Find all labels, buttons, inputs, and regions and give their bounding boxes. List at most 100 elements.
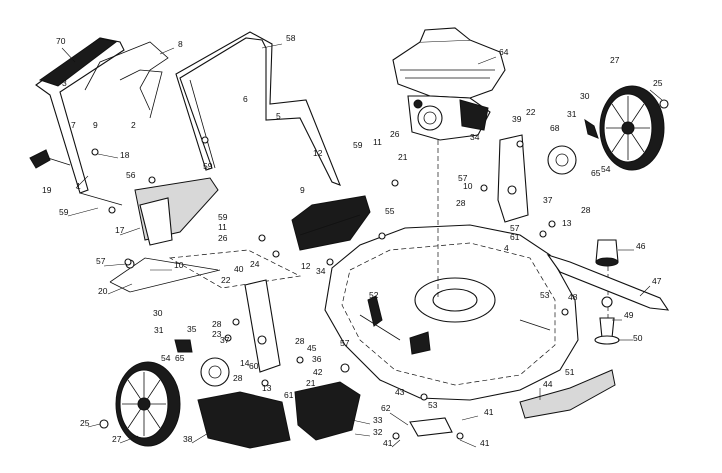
part-number-label-49: 49 xyxy=(624,310,634,320)
part-number-label-22: 22 xyxy=(221,275,231,285)
part-number-label-13: 13 xyxy=(262,383,272,393)
part-number-label-5: 5 xyxy=(276,111,281,121)
part-number-label-31: 31 xyxy=(154,325,164,335)
part-number-label-53: 53 xyxy=(540,290,550,300)
part-number-label-59: 59 xyxy=(218,212,228,222)
part-number-label-20: 20 xyxy=(98,286,108,296)
part-number-label-30: 30 xyxy=(153,308,163,318)
part-number-label-47: 47 xyxy=(652,276,662,286)
part-number-label-37: 37 xyxy=(220,335,230,345)
rear-skirt xyxy=(519,369,616,419)
part-number-label-28: 28 xyxy=(233,373,243,383)
part-number-label-61: 61 xyxy=(510,232,520,242)
leader-lines xyxy=(61,43,663,448)
part-number-label-18: 18 xyxy=(120,150,130,160)
blade-adapter xyxy=(595,239,619,267)
part-number-label-43: 43 xyxy=(395,387,405,397)
part-number-label-38: 38 xyxy=(183,434,193,444)
part-number-label-70: 70 xyxy=(56,36,66,46)
part-number-label-9: 9 xyxy=(300,185,305,195)
rear-right-wheel xyxy=(599,85,669,171)
blade-bolt xyxy=(594,296,620,345)
part-number-label-21: 21 xyxy=(306,378,316,388)
part-number-label-33: 33 xyxy=(373,415,383,425)
part-number-label-26: 26 xyxy=(218,233,228,243)
part-number-label-27: 27 xyxy=(112,434,122,444)
part-number-label-65: 65 xyxy=(591,168,601,178)
part-number-label-51: 51 xyxy=(565,367,575,377)
part-number-label-36: 36 xyxy=(312,354,322,364)
side-discharge-chute xyxy=(197,381,361,449)
part-number-label-9: 9 xyxy=(93,120,98,130)
part-number-label-58: 58 xyxy=(286,33,296,43)
part-number-label-25: 25 xyxy=(653,78,663,88)
part-number-label-26: 26 xyxy=(390,129,400,139)
left-axle-bracket xyxy=(244,279,281,373)
part-number-label-6: 6 xyxy=(243,94,248,104)
part-number-label-19: 19 xyxy=(42,185,52,195)
part-number-label-57: 57 xyxy=(510,223,520,233)
part-number-label-48: 48 xyxy=(568,292,578,302)
part-number-label-4: 4 xyxy=(504,243,509,253)
part-number-label-8: 8 xyxy=(178,39,183,49)
part-number-label-17: 17 xyxy=(115,225,125,235)
part-number-label-13: 13 xyxy=(562,218,572,228)
part-number-label-22: 22 xyxy=(526,107,536,117)
discharge-bracket xyxy=(392,417,464,440)
part-number-label-23: 23 xyxy=(212,329,222,339)
part-number-label-10: 10 xyxy=(463,181,473,191)
handle-alignment-box xyxy=(168,249,302,289)
part-number-label-28: 28 xyxy=(212,319,222,329)
handle-cable xyxy=(84,41,169,119)
part-number-label-44: 44 xyxy=(543,379,553,389)
engine xyxy=(392,27,506,141)
part-number-label-1: 1 xyxy=(76,181,81,191)
part-number-label-11: 11 xyxy=(373,137,382,147)
fasteners xyxy=(91,136,569,401)
part-number-label-54: 54 xyxy=(601,164,611,174)
part-number-label-14: 14 xyxy=(240,358,250,368)
part-number-label-12: 12 xyxy=(301,261,311,271)
part-number-label-60: 60 xyxy=(249,361,259,371)
part-number-label-34: 34 xyxy=(316,266,326,276)
part-number-label-42: 42 xyxy=(313,367,323,377)
part-number-label-28: 28 xyxy=(456,198,466,208)
part-number-label-54: 54 xyxy=(161,353,171,363)
part-number-label-2: 2 xyxy=(131,120,136,130)
part-number-label-45: 45 xyxy=(307,343,317,353)
lower-handle xyxy=(175,31,341,186)
part-number-label-57: 57 xyxy=(340,338,350,348)
part-number-label-21: 21 xyxy=(398,152,408,162)
blade xyxy=(546,253,670,311)
part-number-label-7: 7 xyxy=(71,120,76,130)
part-number-label-41: 41 xyxy=(484,407,494,417)
rear-chute xyxy=(291,195,371,251)
part-number-label-30: 30 xyxy=(580,91,590,101)
part-number-label-24: 24 xyxy=(250,259,260,269)
height-adjuster-right xyxy=(547,118,599,175)
mower-deck xyxy=(324,224,579,401)
part-number-label-57: 57 xyxy=(96,256,106,266)
part-number-label-55: 55 xyxy=(385,206,395,216)
part-number-label-31: 31 xyxy=(567,109,577,119)
part-number-label-61: 61 xyxy=(284,390,294,400)
part-number-label-37: 37 xyxy=(543,195,553,205)
part-number-label-25: 25 xyxy=(80,418,90,428)
part-number-label-59: 59 xyxy=(203,161,213,171)
part-number-label-57: 57 xyxy=(458,173,468,183)
right-axle-bracket xyxy=(497,134,529,223)
part-number-label-46: 46 xyxy=(636,241,646,251)
front-left-wheel xyxy=(99,361,181,447)
part-number-label-3: 3 xyxy=(62,78,67,88)
part-number-label-65: 65 xyxy=(175,353,185,363)
part-number-label-34: 34 xyxy=(470,132,480,142)
part-number-label-62: 62 xyxy=(381,403,391,413)
upper-handle xyxy=(35,37,125,206)
part-number-label-11: 11 xyxy=(218,222,227,232)
part-number-label-64: 64 xyxy=(499,47,509,57)
part-number-label-32: 32 xyxy=(373,427,383,437)
part-number-label-50: 50 xyxy=(633,333,643,343)
part-number-label-35: 35 xyxy=(187,324,197,334)
